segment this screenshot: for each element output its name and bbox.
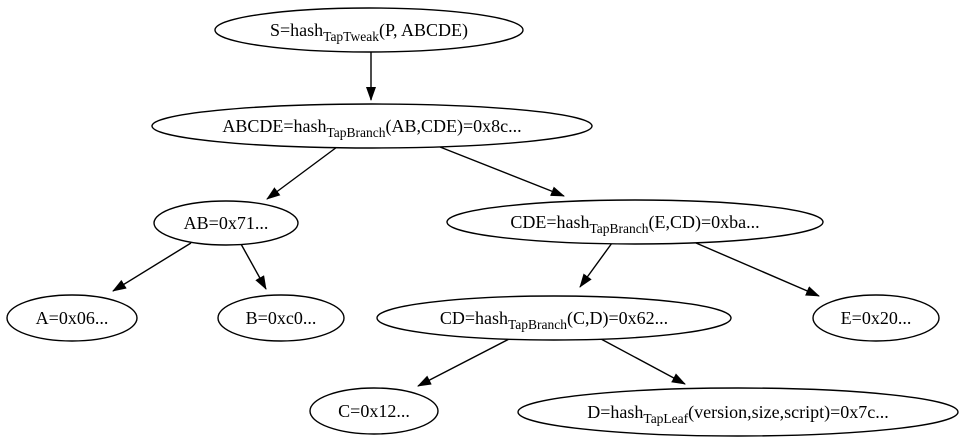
node-cd: CD=hashTapBranch(C,D)=0x62... [376,295,732,341]
node-c-label: C=0x12... [338,401,410,421]
edge-ab-a [112,242,192,292]
node-ab: AB=0x71... [153,200,299,246]
node-d: D=hashTapLeaf(version,size,script)=0x7c.… [517,387,959,437]
node-e: E=0x20... [812,294,940,342]
edge-cd-d [600,338,686,385]
node-b-label: B=0xc0... [246,308,317,328]
edge-cd-c [417,337,512,387]
node-s-label: S=hashTapTweak(P, ABCDE) [270,20,468,44]
node-cde: CDE=hashTapBranch(E,CD)=0xba... [446,199,824,245]
node-c: C=0x12... [309,387,439,435]
edge-abcde-cde [439,146,565,197]
node-a-label: A=0x06... [36,308,109,328]
node-e-label: E=0x20... [841,308,912,328]
node-b: B=0xc0... [217,294,345,342]
node-abcde: ABCDE=hashTapBranch(AB,CDE)=0x8c... [151,103,593,149]
node-s: S=hashTapTweak(P, ABCDE) [214,7,524,53]
node-cde-label: CDE=hashTapBranch(E,CD)=0xba... [510,212,759,236]
edge-cde-e [695,242,820,297]
edge-ab-b [240,243,267,290]
edge-cde-cd [579,242,613,288]
nodes: S=hashTapTweak(P, ABCDE) ABCDE=hashTapBr… [6,7,959,437]
edge-abcde-ab [266,146,338,200]
node-a: A=0x06... [6,294,138,342]
node-ab-label: AB=0x71... [184,213,269,233]
edges [112,52,820,387]
node-d-label: D=hashTapLeaf(version,size,script)=0x7c.… [587,402,889,426]
node-abcde-label: ABCDE=hashTapBranch(AB,CDE)=0x8c... [222,116,521,140]
node-cd-label: CD=hashTapBranch(C,D)=0x62... [440,308,668,332]
